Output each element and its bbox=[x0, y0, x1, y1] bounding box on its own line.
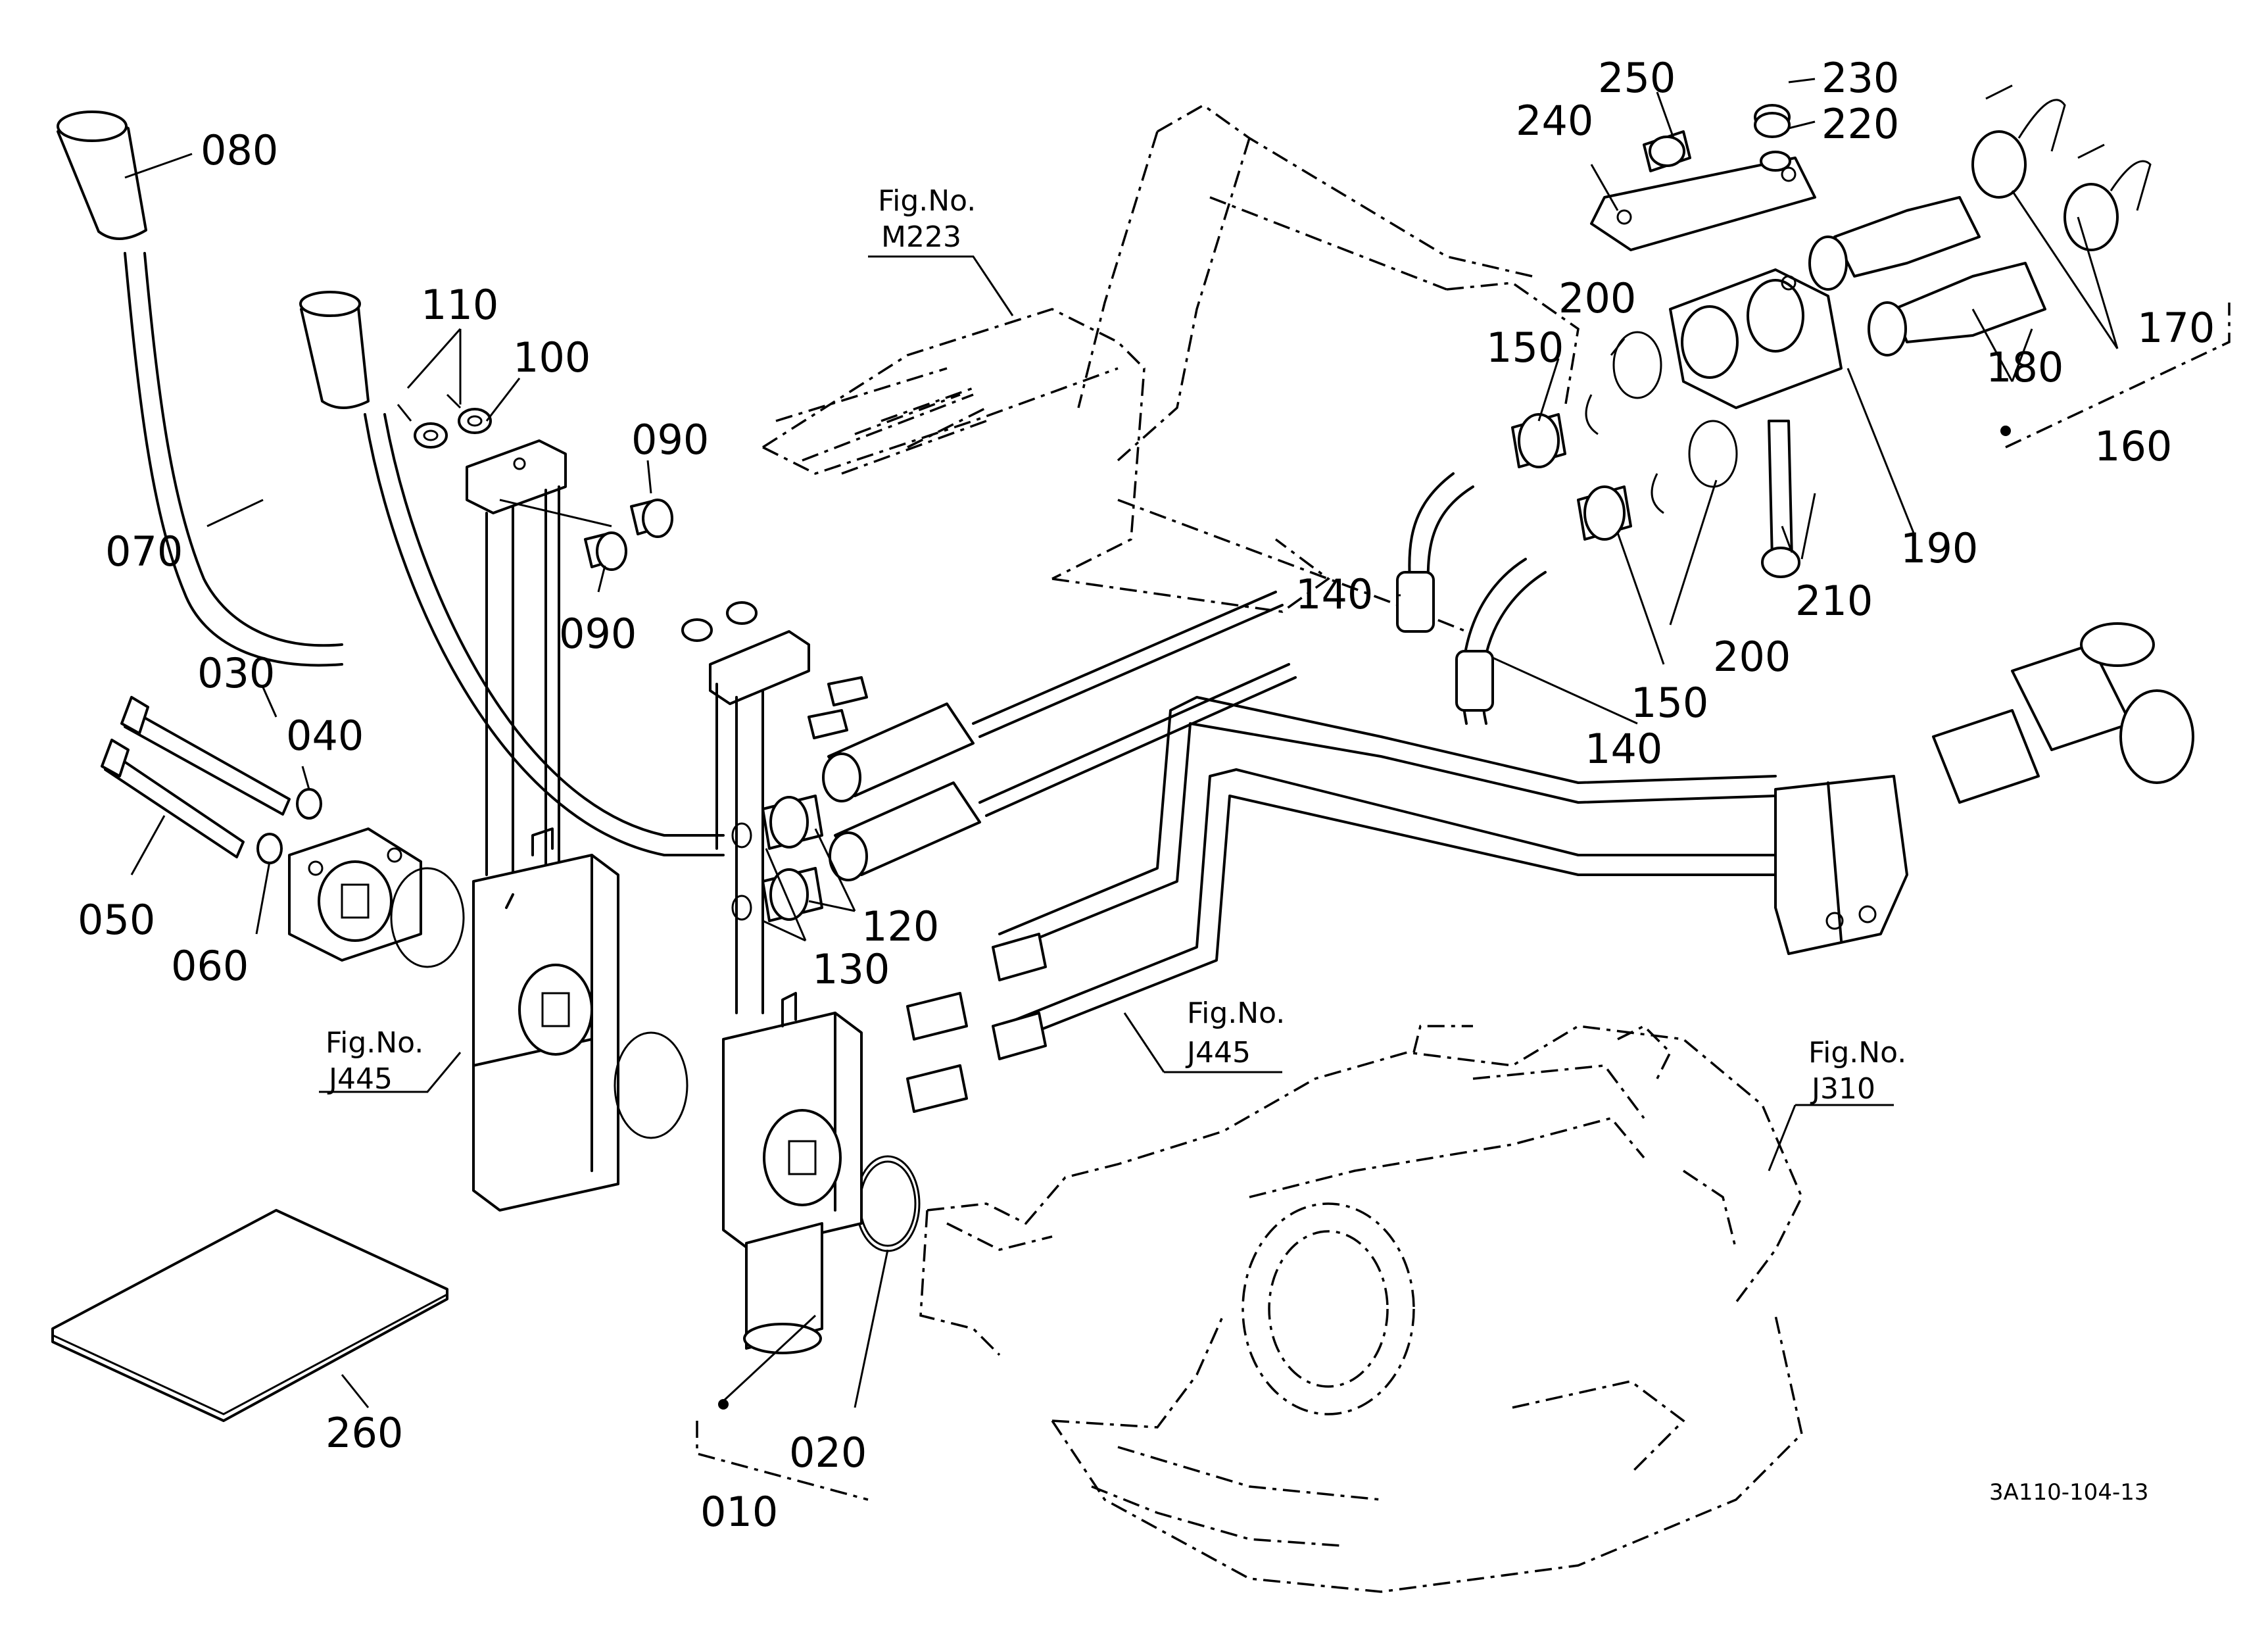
callout-130: 130 bbox=[812, 945, 890, 993]
holder-190 bbox=[1669, 268, 1843, 409]
lever-070 bbox=[124, 252, 343, 667]
callout-010: 010 bbox=[700, 1488, 778, 1536]
snap-ring-200 bbox=[1585, 331, 1738, 514]
callout-050: 050 bbox=[78, 896, 155, 944]
control-valve-left bbox=[472, 827, 619, 1212]
bolt-050 bbox=[101, 739, 283, 864]
callout-labels: 080 070 110 100 090 090 030 040 050 060 … bbox=[78, 54, 2215, 1536]
hose-140 bbox=[1396, 472, 1547, 725]
assembly-marker-010 bbox=[718, 1399, 729, 1410]
transmission-housing-outline bbox=[919, 1024, 1803, 1593]
drawing-code: 3A110-104-13 bbox=[1989, 1479, 2148, 1506]
callout-170: 170 bbox=[2137, 304, 2215, 352]
callout-110: 110 bbox=[421, 281, 498, 329]
callout-070: 070 bbox=[105, 528, 183, 576]
bolt-210 bbox=[1761, 420, 1800, 578]
callout-040: 040 bbox=[286, 712, 364, 760]
callout-150-upper: 150 bbox=[1486, 324, 1564, 372]
callout-180: 180 bbox=[1986, 343, 2063, 391]
manual-260 bbox=[51, 1209, 448, 1422]
bolt-250 bbox=[1643, 130, 1691, 172]
lever-bracket bbox=[466, 439, 612, 883]
figure-reference-leaders bbox=[319, 255, 1894, 1171]
figure-references: Fig.No. M223 Fig.No. J445 Fig.No. J445 F… bbox=[326, 184, 1906, 1106]
callout-020: 020 bbox=[789, 1429, 867, 1477]
dust-cap-180 bbox=[1971, 84, 2152, 251]
callout-220: 220 bbox=[1822, 100, 1899, 148]
knob-080 bbox=[57, 111, 147, 240]
bracket-240 bbox=[1590, 157, 1816, 251]
callout-140-lower: 140 bbox=[1585, 725, 1662, 773]
callout-190: 190 bbox=[1900, 524, 1978, 572]
end-plate bbox=[288, 827, 465, 968]
callout-030: 030 bbox=[197, 649, 275, 697]
callout-250: 250 bbox=[1598, 54, 1676, 102]
hose-connectors bbox=[822, 591, 1297, 881]
control-valve-main bbox=[722, 992, 863, 1354]
washer-100-110 bbox=[397, 393, 492, 449]
fig-ref-j310-title: Fig.No. bbox=[1808, 1036, 1906, 1069]
lever-small bbox=[299, 291, 725, 856]
callout-230: 230 bbox=[1822, 54, 1899, 102]
fitting-150 bbox=[1511, 413, 1632, 541]
callout-080: 080 bbox=[201, 126, 278, 174]
callout-200-upper: 200 bbox=[1558, 274, 1636, 322]
fig-ref-m223-title: Fig.No. bbox=[878, 184, 976, 218]
callout-240: 240 bbox=[1516, 97, 1593, 145]
rear-coupler bbox=[1774, 622, 2194, 955]
callout-100: 100 bbox=[513, 333, 591, 381]
nut-230-washer-220 bbox=[1754, 104, 1791, 172]
adapter-120-130 bbox=[731, 795, 823, 922]
pin-090 bbox=[584, 499, 673, 571]
callout-090-lower: 090 bbox=[559, 610, 637, 658]
linkage-bracket-2 bbox=[681, 601, 868, 1014]
callout-060: 060 bbox=[171, 942, 249, 990]
fig-ref-j445-mid-code: J445 bbox=[1185, 1036, 1251, 1069]
leader-lines bbox=[124, 78, 2231, 1501]
callout-210: 210 bbox=[1795, 577, 1873, 625]
callout-120: 120 bbox=[861, 902, 939, 950]
callout-090-upper: 090 bbox=[631, 416, 709, 464]
coupler-160 bbox=[1808, 196, 2046, 356]
fig-ref-m223-code: M223 bbox=[881, 220, 961, 254]
fig-ref-j445-left-title: Fig.No. bbox=[326, 1026, 423, 1060]
seat-housing-outline bbox=[762, 103, 1580, 633]
fig-ref-j445-mid-title: Fig.No. bbox=[1187, 996, 1285, 1030]
pipe-lines bbox=[906, 696, 1777, 1113]
fig-ref-j310-code: J310 bbox=[1810, 1072, 1875, 1106]
callout-150-lower: 150 bbox=[1631, 679, 1708, 727]
fig-ref-j445-left-code: J445 bbox=[327, 1062, 393, 1096]
callout-200-lower: 200 bbox=[1713, 633, 1791, 681]
callout-160: 160 bbox=[2094, 422, 2172, 470]
bolt-030 bbox=[120, 696, 322, 820]
assembly-marker-160 bbox=[2000, 426, 2011, 436]
callout-260: 260 bbox=[326, 1409, 403, 1457]
callout-140-upper: 140 bbox=[1295, 570, 1373, 618]
